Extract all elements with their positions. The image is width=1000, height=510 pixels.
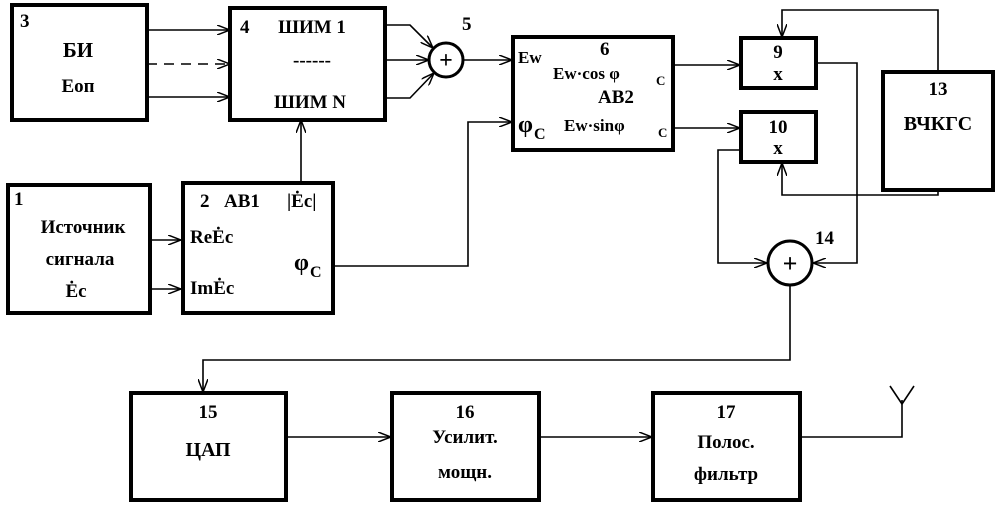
block-6-title: AB2 [598,87,634,108]
block-17-line2: фильтр [694,464,758,485]
antenna-18 [800,386,914,437]
block-2-magnitude: |Ėc| [287,191,316,212]
block-6-ab2: 6 Ew Ew·cos φ C AB2 φ C Ew·sinφ C [513,37,673,150]
block-4-pwm-last: ШИМ N [274,92,346,113]
block-6-phi-input: φ [518,112,533,138]
block-2-phi: φ [294,250,309,276]
block-15-number: 15 [199,402,218,423]
arrow-4-bottom-to-adder [385,73,434,98]
block-15-label: ЦАП [185,439,231,461]
adder-14-number: 14 [815,228,835,249]
block-13-number: 13 [929,79,948,100]
block-17-line1: Полос. [697,432,754,453]
block-2-ab1: 2 AB1 |Ėc| ReĖc ImĖc φ C [183,183,333,313]
block-6-sin-output: Ew·sinφ [564,116,625,135]
block-4-dashes: ------ [293,50,331,71]
block-13-label: ВЧКГС [904,113,972,135]
arrow-4-top-to-adder [385,25,433,48]
block-10-multiplier: 10 x [741,112,816,162]
block-17-number: 17 [717,402,737,423]
block-17-bandpass-filter: 17 Полос. фильтр [653,393,800,500]
block-9-number: 9 [773,42,783,63]
block-3-subtitle: Eоп [61,76,94,97]
block-3-number: 3 [20,11,30,32]
block-16-line2: мощн. [438,462,492,483]
block-16-number: 16 [456,402,475,423]
block-6-phi-input-sub: C [534,126,546,143]
block-3-label: БИ [63,38,93,62]
adder-14-symbol: + [783,249,798,278]
block-1-number: 1 [14,189,24,210]
block-15-dac: 15 ЦАП [131,393,286,500]
block-2-title: AB1 [224,191,260,212]
block-3-source-bi: 3 БИ Eоп [12,5,147,120]
block-6-number: 6 [600,39,610,60]
block-4-pwm-bank: 4 ШИМ 1 ------ ШИМ N [230,8,385,120]
block-6-cos-sub: C [656,73,665,88]
adder-5-number: 5 [462,14,472,35]
block-9-symbol: x [773,64,783,85]
block-2-re-input: ReĖc [190,227,233,248]
block-13-generator: 13 ВЧКГС [883,72,993,190]
block-10-symbol: x [773,138,783,159]
block-2-number: 2 [200,191,210,212]
arrow-10-to-14 [718,150,767,263]
adder-5-symbol: + [439,48,453,74]
adder-5: + 5 [429,14,472,77]
block-4-number: 4 [240,17,250,38]
block-1-line3: Ėc [65,281,86,302]
arrow-2-phi-to-6 [333,122,512,266]
adder-14: + 14 [768,228,835,285]
block-6-cos-output: Ew·cos φ [553,64,620,83]
block-2-phi-sub: C [310,264,322,281]
block-16-line1: Усилит. [432,427,498,448]
block-2-im-input: ImĖc [190,278,234,299]
block-9-multiplier: 9 x [741,38,816,88]
block-1-line1: Источник [41,217,126,238]
block-10-number: 10 [769,117,788,138]
block-6-ew-input: Ew [518,48,542,67]
block-1-signal-source: 1 Источник сигнала Ėc [8,185,150,313]
block-6-sin-sub: C [658,125,667,140]
block-1-line2: сигнала [46,249,115,270]
block-16-power-amplifier: 16 Усилит. мощн. [392,393,539,500]
block-4-pwm-first: ШИМ 1 [278,17,346,38]
